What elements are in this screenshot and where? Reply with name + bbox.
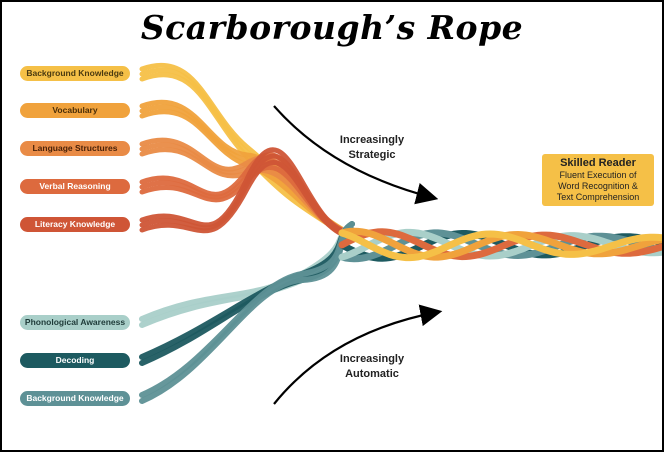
strategic-label-line1: Increasingly (322, 133, 422, 148)
label-literacy-knowledge: Literacy Knowledge (20, 217, 130, 232)
label-verbal-reasoning: Verbal Reasoning (20, 179, 130, 194)
automatic-label-line1: Increasingly (322, 352, 422, 367)
skilled-reader-line3: Text Comprehension (546, 192, 650, 203)
strategic-label-line2: Strategic (322, 148, 422, 163)
skilled-reader-box: Skilled Reader Fluent Execution of Word … (542, 154, 654, 206)
upper-strands-group (142, 65, 347, 236)
braided-rope (342, 231, 662, 258)
label-vocabulary: Vocabulary (20, 103, 130, 118)
skilled-reader-line2: Word Recognition & (546, 181, 650, 192)
label-decoding: Decoding (20, 353, 130, 368)
label-language-structures: Language Structures (20, 141, 130, 156)
skilled-reader-title: Skilled Reader (542, 157, 654, 169)
label-background-knowledge-bottom: Background Knowledge (20, 391, 130, 406)
strategic-label: Increasingly Strategic (322, 133, 422, 163)
automatic-label-line2: Automatic (322, 367, 422, 382)
skilled-reader-description: Fluent Execution of Word Recognition & T… (542, 170, 654, 203)
label-phonological-awareness: Phonological Awareness (20, 315, 130, 330)
lower-strands-group (142, 224, 352, 401)
label-background-knowledge-top: Background Knowledge (20, 66, 130, 81)
skilled-reader-line1: Fluent Execution of (546, 170, 650, 181)
automatic-label: Increasingly Automatic (322, 352, 422, 382)
